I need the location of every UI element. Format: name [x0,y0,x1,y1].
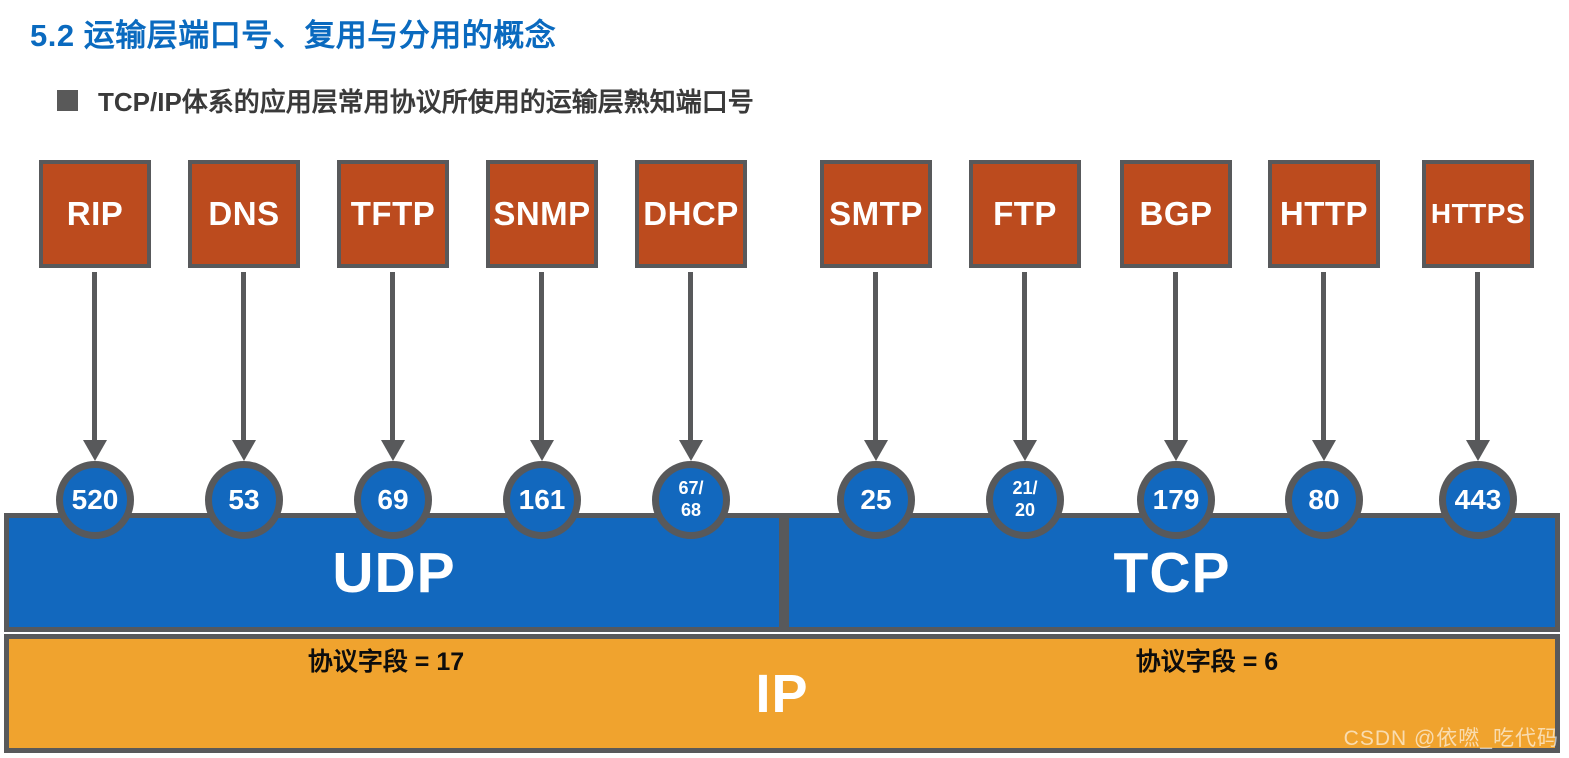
protocol-column-http: HTTP 80 [1268,160,1380,542]
down-arrow-shaft [1475,272,1480,442]
protocol-label: BGP [1139,195,1213,232]
protocol-label: DNS [208,195,280,232]
udp-protocol-field-label: 协议字段 = 17 [307,648,465,676]
port-circle-tftp: 69 [354,461,432,539]
down-arrow-icon [83,440,107,461]
down-arrow-icon [1312,440,1336,461]
port-number: 520 [71,484,119,515]
protocol-box-smtp: SMTP [820,160,932,268]
port-number: 80 [1308,484,1340,515]
protocol-column-bgp: BGP 179 [1120,160,1232,542]
down-arrow-icon [232,440,256,461]
port-circle-rip: 520 [56,461,134,539]
protocol-box-dhcp: DHCP [635,160,747,268]
port-circle-smtp: 25 [837,461,915,539]
protocol-box-ftp: FTP [969,160,1081,268]
port-circle-dns: 53 [205,461,283,539]
protocol-box-snmp: SNMP [486,160,598,268]
protocol-label: HTTP [1279,195,1369,232]
port-circle-snmp: 161 [503,461,581,539]
port-number: 179 [1152,484,1200,515]
protocol-label: RIP [66,195,124,232]
protocol-box-bgp: BGP [1120,160,1232,268]
protocol-label: HTTPS [1430,198,1526,229]
down-arrow-shaft [873,272,878,442]
protocol-box-rip: RIP [39,160,151,268]
port-circle-https: 443 [1439,461,1517,539]
square-bullet-icon [57,90,78,111]
protocol-label: DHCP [643,195,739,232]
port-number: 25 [860,484,892,515]
protocol-label: TFTP [350,195,436,232]
protocol-box-http: HTTP [1268,160,1380,268]
down-arrow-shaft [390,272,395,442]
protocol-column-ftp: FTP 21/ 20 [969,160,1081,542]
protocol-column-https: HTTPS 443 [1422,160,1534,542]
protocol-column-rip: RIP 520 [39,160,151,542]
port-number: 21/ 20 [1012,478,1038,520]
down-arrow-shaft [688,272,693,442]
tcp-protocol-field-label: 协议字段 = 6 [1135,648,1279,676]
port-circle-ftp: 21/ 20 [986,461,1064,539]
page-title: 5.2 运输层端口号、复用与分用的概念 [30,18,557,53]
down-arrow-icon [1013,440,1037,461]
protocol-box-tftp: TFTP [337,160,449,268]
down-arrow-icon [864,440,888,461]
subtitle: TCP/IP体系的应用层常用协议所使用的运输层熟知端口号 [57,82,754,119]
down-arrow-shaft [1173,272,1178,442]
down-arrow-shaft [1321,272,1326,442]
protocol-label: SNMP [493,195,591,232]
watermark: CSDN @依嘫_吃代码 [1343,727,1559,750]
down-arrow-icon [1164,440,1188,461]
ip-layer-bar: IP [4,634,1560,753]
protocol-column-smtp: SMTP 25 [820,160,932,542]
protocol-label: FTP [993,195,1057,232]
down-arrow-icon [381,440,405,461]
protocol-box-dns: DNS [188,160,300,268]
udp-label: UDP [332,540,456,605]
ip-label: IP [755,663,809,724]
protocol-column-dhcp: DHCP 67/ 68 [635,160,747,542]
protocol-column-tftp: TFTP 69 [337,160,449,542]
port-number: 67/ 68 [678,478,704,520]
down-arrow-shaft [92,272,97,442]
down-arrow-shaft [539,272,544,442]
tcp-label: TCP [1113,540,1231,605]
down-arrow-shaft [1022,272,1027,442]
down-arrow-icon [1466,440,1490,461]
port-number: 161 [518,484,566,515]
port-number: 53 [228,484,260,515]
protocol-column-snmp: SNMP 161 [486,160,598,542]
port-number: 443 [1454,484,1502,515]
subtitle-text: TCP/IP体系的应用层常用协议所使用的运输层熟知端口号 [98,87,754,117]
port-circle-dhcp: 67/ 68 [652,461,730,539]
port-circle-http: 80 [1285,461,1363,539]
down-arrow-icon [679,440,703,461]
port-circle-bgp: 179 [1137,461,1215,539]
protocol-column-dns: DNS 53 [188,160,300,542]
down-arrow-shaft [241,272,246,442]
protocol-label: SMTP [829,195,923,232]
port-number: 69 [377,484,409,515]
protocol-box-https: HTTPS [1422,160,1534,268]
down-arrow-icon [530,440,554,461]
